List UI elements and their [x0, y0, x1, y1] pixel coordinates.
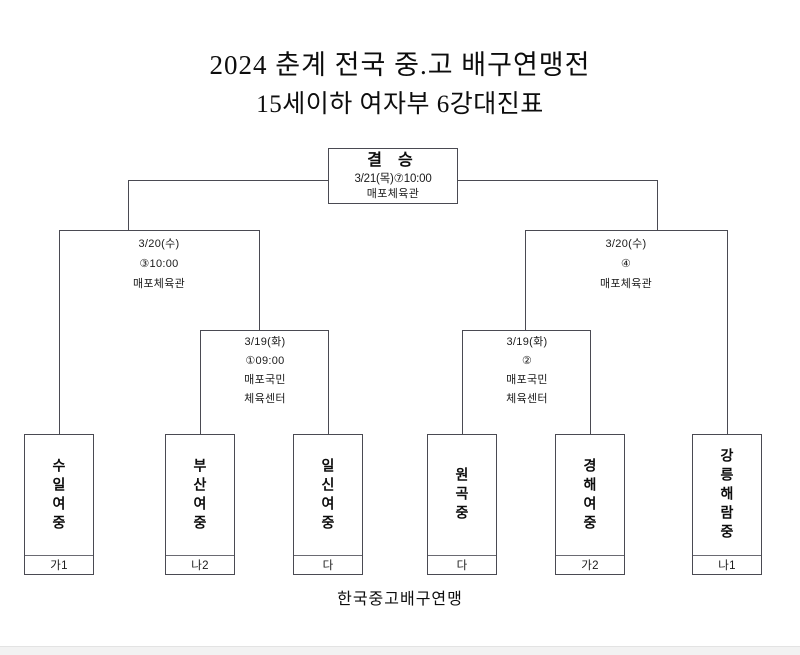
team-name: 경해여중 — [556, 435, 624, 556]
final-drop-left — [128, 180, 129, 231]
team-seed: 나2 — [166, 555, 234, 574]
team-name: 원곡중 — [428, 435, 496, 556]
semifinal-right-venue: 매포체육관 — [599, 278, 653, 290]
team-name-text: 경해여중 — [582, 457, 598, 534]
team-name-text: 원곡중 — [454, 467, 470, 524]
quarterfinal-right-match: ② — [521, 355, 533, 367]
semifinal-right-leg-inner — [525, 230, 526, 331]
quarterfinal-left-venue-line1: 매포국민 — [244, 374, 286, 386]
team-box: 원곡중 다 — [427, 434, 497, 575]
semifinal-right-match: ④ — [620, 258, 632, 270]
team-name: 일신여중 — [294, 435, 362, 556]
team-name: 강릉해람중 — [693, 435, 761, 556]
tournament-subtitle: 15세이하 여자부 6강대진표 — [256, 91, 544, 118]
quarterfinal-left-date: 3/19(화) — [244, 336, 286, 348]
team-seed: 다 — [294, 555, 362, 574]
quarterfinal-left-info: 3/19(화) ①09:00 매포국민 체육센터 — [205, 333, 325, 409]
team-seed: 가1 — [25, 555, 93, 574]
team-name-text: 부산여중 — [192, 457, 208, 534]
team-name: 부산여중 — [166, 435, 234, 556]
semifinal-right-leg-outer — [727, 230, 728, 435]
team-box: 강릉해람중 나1 — [692, 434, 762, 575]
semifinal-right-crossbar — [525, 230, 727, 231]
final-label: 결 승 — [367, 152, 419, 169]
final-connector-left — [128, 180, 329, 181]
semifinal-left-date: 3/20(수) — [138, 238, 180, 250]
semifinal-left-info: 3/20(수) ③10:00 매포체육관 — [66, 234, 252, 294]
semifinal-left-leg-inner — [259, 230, 260, 331]
final-datetime: 3/21(목)⑦10:00 — [354, 173, 432, 185]
team-seed: 나1 — [693, 555, 761, 574]
semifinal-right-date: 3/20(수) — [605, 238, 647, 250]
team-box: 수일여중 가1 — [24, 434, 94, 575]
quarterfinal-right-date: 3/19(화) — [506, 336, 548, 348]
team-box: 경해여중 가2 — [555, 434, 625, 575]
semifinal-left-crossbar — [59, 230, 260, 231]
quarterfinal-right-venue-line2: 체육센터 — [506, 393, 548, 405]
team-name: 수일여중 — [25, 435, 93, 556]
footer-organization: 한국중고배구연맹 — [337, 591, 463, 608]
semifinal-left-match: ③10:00 — [139, 258, 179, 270]
quarterfinal-right-crossbar — [462, 330, 591, 331]
team-seed: 가2 — [556, 555, 624, 574]
quarterfinal-right-info: 3/19(화) ② 매포국민 체육센터 — [467, 333, 587, 409]
tournament-title: 2024 춘계 전국 중.고 배구연맹전 — [209, 50, 591, 80]
quarterfinal-left-venue-line2: 체육센터 — [244, 393, 286, 405]
quarterfinal-left-leg-outer — [200, 330, 201, 435]
team-seed: 다 — [428, 555, 496, 574]
semifinal-right-info: 3/20(수) ④ 매포체육관 — [533, 234, 719, 294]
semifinal-left-leg-outer — [59, 230, 60, 435]
quarterfinal-left-match: ①09:00 — [245, 355, 285, 367]
final-connector-right — [457, 180, 658, 181]
bottom-strip — [0, 646, 800, 655]
quarterfinal-right-leg-inner — [590, 330, 591, 435]
quarterfinal-left-crossbar — [200, 330, 329, 331]
team-name-text: 강릉해람중 — [719, 448, 735, 543]
page-title: 2024 춘계 전국 중.고 배구연맹전 15세이하 여자부 6강대진표 — [0, 48, 800, 122]
final-match-box: 결 승 3/21(목)⑦10:00 매포체육관 — [328, 148, 458, 204]
team-name-text: 수일여중 — [51, 457, 67, 534]
final-venue: 매포체육관 — [366, 188, 420, 200]
team-box: 부산여중 나2 — [165, 434, 235, 575]
quarterfinal-left-leg-inner — [328, 330, 329, 435]
quarterfinal-right-venue-line1: 매포국민 — [506, 374, 548, 386]
team-box: 일신여중 다 — [293, 434, 363, 575]
team-name-text: 일신여중 — [320, 457, 336, 534]
quarterfinal-right-leg-outer — [462, 330, 463, 435]
final-drop-right — [657, 180, 658, 231]
semifinal-left-venue: 매포체육관 — [132, 278, 186, 290]
